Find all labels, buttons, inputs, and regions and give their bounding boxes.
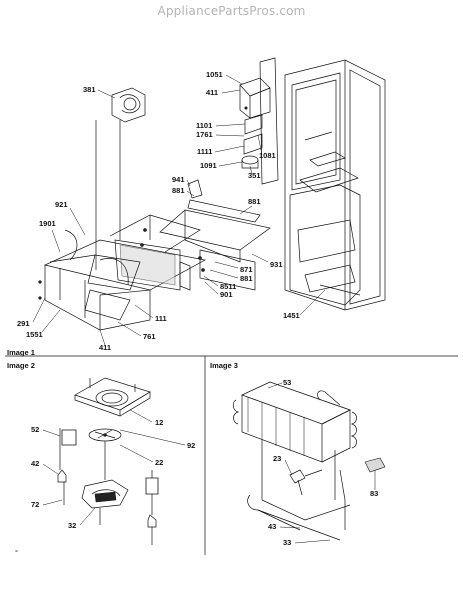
part-label-22: 22 (155, 458, 163, 467)
part-label-111: 111 (155, 314, 167, 323)
part-label-83: 83 (370, 489, 378, 498)
image3-labels: 53 23 83 43 33 (267, 378, 378, 547)
part-label-12: 12 (155, 418, 163, 427)
part-label-901: 901 (220, 290, 233, 299)
part-label-1081: 1081 (259, 151, 276, 160)
part-label-1111: 1111 (197, 147, 212, 156)
damper-control-stack (239, 57, 279, 185)
part-label-92: 92 (187, 441, 195, 450)
part-941-panel (187, 179, 203, 199)
part-label-53: 53 (283, 378, 291, 387)
refrigerator-cabinet (284, 59, 386, 311)
fan-motor-381 (95, 87, 146, 270)
image2-labels: 12 92 52 22 42 72 32 (31, 409, 195, 530)
part-label-761: 761 (143, 332, 156, 341)
part-label-72: 72 (31, 500, 39, 509)
part-label-1051: 1051 (206, 70, 223, 79)
watermark: AppliancePartsPros.com (157, 4, 306, 18)
part-label-52: 52 (31, 425, 39, 434)
part-label-881-c: 881 (240, 274, 253, 283)
part-label-1551: 1551 (26, 330, 43, 339)
part-label-43: 43 (268, 522, 276, 531)
part-label-42: 42 (31, 459, 39, 468)
part-label-32: 32 (68, 521, 76, 530)
part-label-871: 871 (240, 265, 253, 274)
part-label-1761: 1761 (196, 130, 213, 139)
part-label-881-b: 881 (248, 197, 261, 206)
section-title-image2: Image 2 (7, 361, 35, 370)
part-label-8511: 8511 (220, 282, 236, 291)
section-title-image1: Image 1 (7, 348, 35, 357)
evaporator-housing (38, 199, 271, 331)
part-label-1901: 1901 (39, 219, 56, 228)
part-label-411-bottom: 411 (99, 343, 111, 352)
part-label-411-top: 411 (206, 88, 218, 97)
evaporator-coil (232, 381, 386, 541)
section-title-image3: Image 3 (210, 361, 238, 370)
part-label-1451: 1451 (283, 311, 300, 320)
part-label-1091: 1091 (200, 161, 217, 170)
part-label-1101: 1101 (196, 121, 212, 130)
part-label-381: 381 (83, 85, 96, 94)
stray-mark: ° (15, 548, 18, 557)
part-label-23: 23 (273, 454, 281, 463)
image1-leader-lines (32, 74, 326, 346)
image1-labels: 381 1051 411 1101 1761 1081 1111 1091 35… (17, 70, 300, 352)
part-label-351: 351 (248, 171, 261, 180)
part-label-881-a: 881 (172, 186, 185, 195)
part-label-291: 291 (17, 319, 30, 328)
part-label-921: 921 (55, 200, 68, 209)
part-label-33: 33 (283, 538, 291, 547)
part-label-941: 941 (172, 175, 185, 184)
part-label-931: 931 (270, 260, 283, 269)
fan-motor-assembly (57, 377, 159, 545)
